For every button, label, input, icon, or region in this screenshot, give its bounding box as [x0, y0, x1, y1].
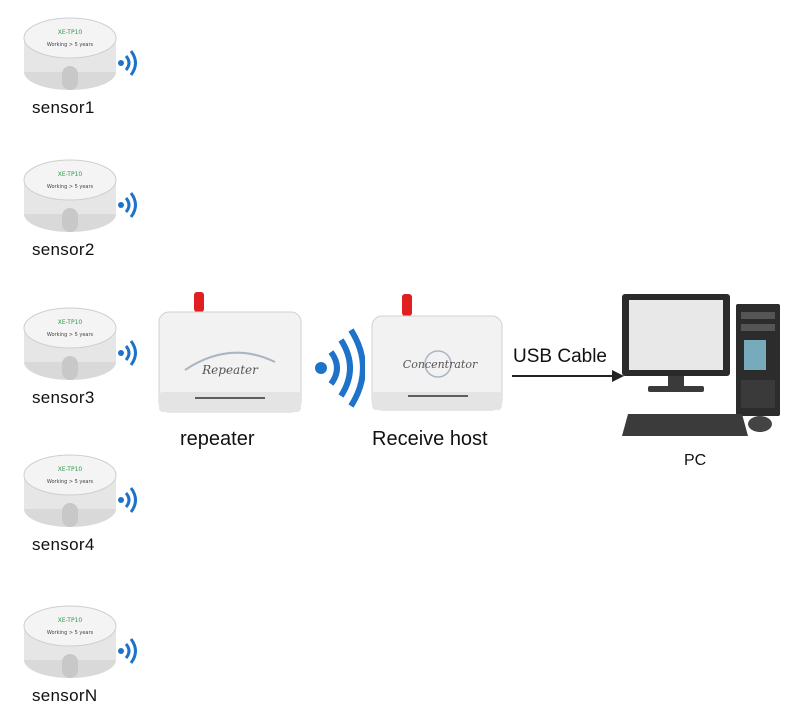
repeater-device-text: Repeater: [201, 363, 259, 377]
sensor-label: sensor1: [32, 98, 95, 117]
sensor-model-text: XE-TP10: [58, 466, 83, 473]
pc-label: PC: [684, 452, 707, 469]
sensor-model-text: XE-TP10: [58, 29, 83, 36]
receive-host-label: Receive host: [372, 428, 488, 450]
sensor-1: XE-TP10 Working > 5 years sensor1: [18, 10, 218, 120]
sensor-label: sensor4: [32, 535, 95, 554]
sensor-device-image: XE-TP10 Working > 5 years: [23, 307, 117, 380]
wireless-signal-icon: [118, 487, 137, 513]
repeater-label: repeater: [180, 428, 255, 450]
sensor-n: XE-TP10 Working > 5 years sensorN: [18, 598, 218, 708]
sensor-2: XE-TP10 Working > 5 years sensor2: [18, 152, 218, 262]
wireless-signal-icon: [118, 192, 137, 218]
large-wireless-signal-icon: [315, 328, 365, 408]
sensor-info-text: Working > 5 years: [47, 332, 94, 338]
sensor-4: XE-TP10 Working > 5 years sensor4: [18, 447, 218, 557]
sensor-3: XE-TP10 Working > 5 years sensor3: [18, 300, 218, 410]
sensor-label: sensorN: [32, 686, 98, 705]
sensor-device-image: XE-TP10 Working > 5 years: [23, 17, 117, 90]
sensor-device-image: XE-TP10 Working > 5 years: [23, 605, 117, 678]
wireless-signal-icon: [118, 638, 137, 664]
sensor-info-text: Working > 5 years: [47, 630, 94, 636]
sensor-info-text: Working > 5 years: [47, 479, 94, 485]
sensor-label: sensor2: [32, 240, 95, 259]
repeater-device-image: Repeater: [158, 292, 302, 413]
sensor-label: sensor3: [32, 388, 95, 407]
pc-image: [622, 294, 780, 436]
concentrator-device-text: Concentrator: [403, 358, 478, 371]
sensor-device-image: XE-TP10 Working > 5 years: [23, 159, 117, 232]
sensor-device-image: XE-TP10 Working > 5 years: [23, 454, 117, 527]
sensor-info-text: Working > 5 years: [47, 42, 94, 48]
sensor-info-text: Working > 5 years: [47, 184, 94, 190]
usb-cable-arrow: [512, 370, 624, 382]
sensor-model-text: XE-TP10: [58, 171, 83, 178]
usb-cable-label: USB Cable: [513, 346, 607, 367]
sensor-model-text: XE-TP10: [58, 617, 83, 624]
concentrator-device-image: Concentrator: [371, 294, 503, 411]
wireless-signal-icon: [118, 50, 137, 76]
sensor-model-text: XE-TP10: [58, 319, 83, 326]
wireless-signal-icon: [118, 340, 137, 366]
